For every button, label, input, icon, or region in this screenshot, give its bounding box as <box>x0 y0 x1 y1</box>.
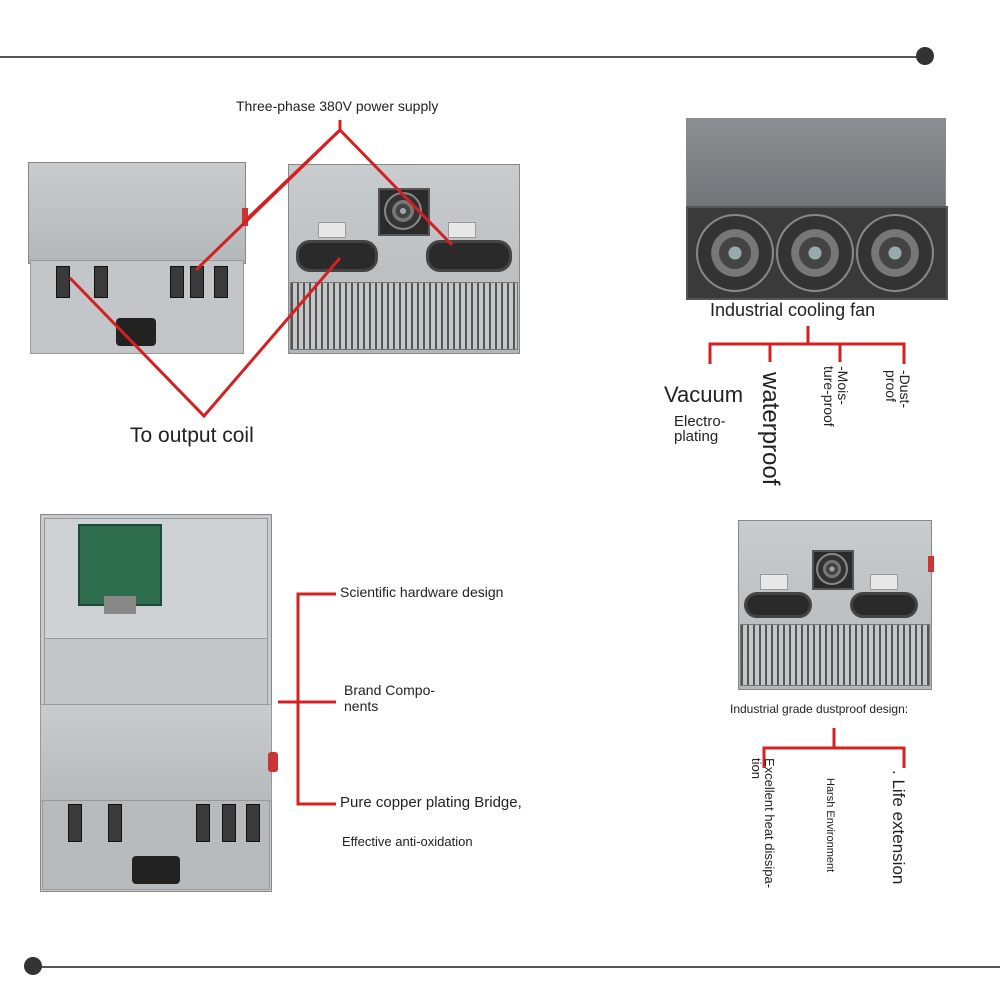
fan-icon <box>696 214 774 292</box>
label-cooling-fan: Industrial cooling fan <box>710 300 876 320</box>
label-life-extension: . Life extension <box>889 770 908 885</box>
terminal-icon <box>214 266 228 298</box>
bottom-rule <box>36 966 1000 968</box>
terminal-icon <box>246 804 260 842</box>
label-moisture-proof: -Mois- ture-proof <box>821 366 851 427</box>
terminal-icon <box>222 804 236 842</box>
terminal-icon <box>68 804 82 842</box>
label-scientific-hardware: Scientific hardware design <box>340 584 504 600</box>
label-heat-dissipation: Excellent heat dissipa- tion <box>749 758 777 889</box>
terminal-icon <box>108 804 122 842</box>
label-harsh-environment: Harsh Environment <box>824 778 836 873</box>
label-vacuum: Vacuum <box>664 382 744 407</box>
fan-icon <box>816 553 848 585</box>
terminal-icon <box>56 266 70 298</box>
fan-icon <box>776 214 854 292</box>
label-dust-proof: -Dust- proof <box>883 370 913 409</box>
label-power-supply: Three-phase 380V power supply <box>236 98 439 114</box>
label-brand-components: Brand Compo- nents <box>344 682 436 714</box>
bottom-rule-dot <box>24 957 42 975</box>
label-copper-bridge: Pure copper plating Bridge, <box>340 794 522 811</box>
top-rule-dot <box>916 47 934 65</box>
label-output-coil: To output coil <box>130 424 254 447</box>
label-electroplating: Electro- plating <box>674 413 726 445</box>
fan-icon <box>856 214 934 292</box>
terminal-icon <box>196 804 210 842</box>
terminal-icon <box>170 266 184 298</box>
label-waterproof: waterproof <box>757 372 784 486</box>
terminal-icon <box>94 266 108 298</box>
label-dustproof-design: Industrial grade dustproof design: <box>730 702 909 716</box>
label-anti-oxidation: Effective anti-oxidation <box>342 834 473 849</box>
terminal-icon <box>190 266 204 298</box>
top-rule <box>0 56 920 58</box>
